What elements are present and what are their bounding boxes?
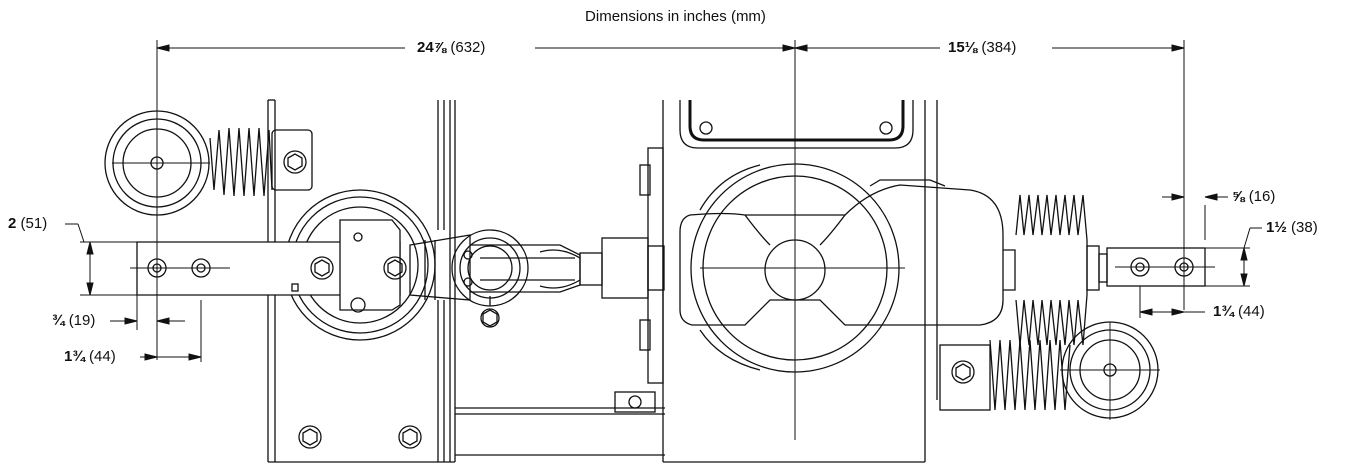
- bottom-bolt-right: [398, 425, 422, 449]
- central-housing: [639, 100, 938, 463]
- dim-left-hole-spacing: 1¾ (44): [64, 348, 116, 365]
- bottom-structure: [455, 391, 665, 456]
- dim-right-height: 1½ (38): [1266, 219, 1318, 236]
- left-frame: [267, 99, 456, 463]
- dim-overall-right: 15⅛ (384): [948, 39, 1017, 56]
- connecting-linkage: [409, 229, 665, 328]
- drawing-title: Dimensions in inches (mm): [585, 8, 766, 25]
- dim-right-hole-spacing: 1¾ (44): [1213, 303, 1265, 320]
- bottom-bolt-left: [298, 425, 322, 449]
- dim-left-height: 2 (51): [8, 215, 48, 232]
- right-bellows: [1015, 194, 1108, 346]
- dim-right-edge-offset: ⅝ (16): [1232, 188, 1276, 205]
- left-terminal-bar: [136, 219, 407, 313]
- dim-overall-left: 24⅞ (632): [417, 39, 486, 56]
- dim-left-edge-to-hole: ¾ (19): [52, 312, 96, 329]
- dimension-lines: [65, 40, 1262, 440]
